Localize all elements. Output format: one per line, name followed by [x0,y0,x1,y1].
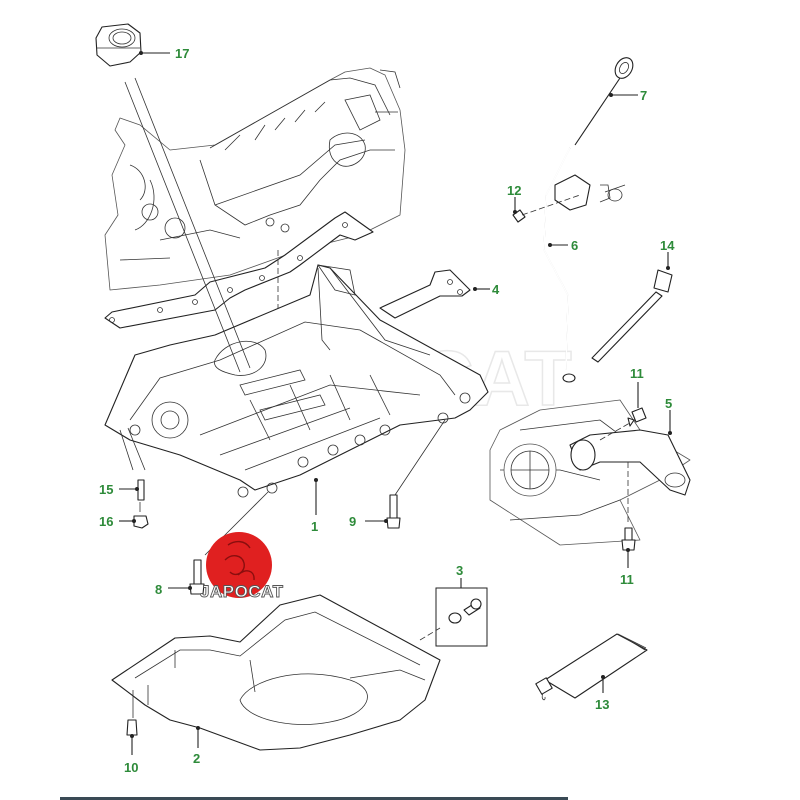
callout-8: 8 [155,582,162,597]
pan-bolt-heads [129,392,471,498]
callout-3: 3 [456,563,463,578]
dipstick-tube [543,147,626,383]
logo-text: JAPOCAT [200,582,284,601]
bottom-rule [60,797,568,800]
callout-13: 13 [595,697,609,712]
callouts: 17 7 12 6 14 4 11 5 11 15 16 1 9 [99,46,675,775]
callout-5: 5 [665,396,672,411]
logo-red-circle [206,532,272,598]
nut-16 [133,502,149,529]
callout-15: 15 [99,482,113,497]
oil-pump-pickup [489,399,691,546]
japocat-logo: JAPOCAT [200,532,284,601]
engine-block [104,67,406,291]
logo-cat-icon [224,540,255,581]
callout-12: 12 [507,183,521,198]
stud-15 [137,479,145,501]
callout-11-lower: 11 [620,572,634,587]
callout-10: 10 [124,760,138,775]
oil-filler-cap [95,23,251,373]
callout-2: 2 [193,751,200,766]
callout-14: 14 [660,238,675,253]
callout-7: 7 [640,88,647,103]
pickup-bolt-upper [627,407,647,427]
bolt-10 [126,719,138,736]
drain-plug-kit [419,587,488,647]
callout-6: 6 [571,238,578,253]
bolt-9 [386,419,446,529]
callout-9: 9 [349,514,356,529]
callout-4: 4 [492,282,500,297]
stud-leader-lines [119,427,146,471]
callout-16: 16 [99,514,113,529]
sealant-tube [535,633,648,701]
oil-level-sensor [591,269,673,363]
lower-oil-pan [111,594,441,751]
callout-1: 1 [311,519,318,534]
callout-17: 17 [175,46,189,61]
upper-oil-pan [104,264,489,498]
pickup-bolt-lower [621,527,636,551]
oil-dipstick [574,57,634,146]
callout-11-upper: 11 [630,366,644,381]
